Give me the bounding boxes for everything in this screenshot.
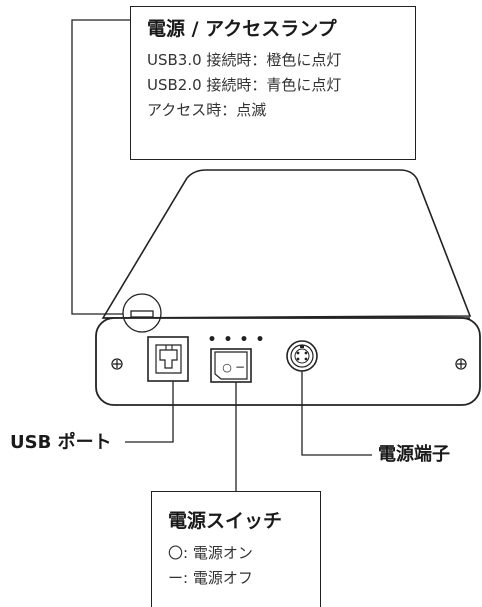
switch-off-symbol: −	[235, 360, 245, 374]
lamp-callout-line: アクセス時：点滅	[147, 101, 267, 119]
switch-on-symbol: ○	[222, 361, 232, 374]
usb-port	[147, 336, 189, 382]
lamp-callout-line: USB3.0 接続時：橙色に点灯	[147, 51, 342, 69]
lamp-callout: 電源 / アクセスランプ USB3.0 接続時：橙色に点灯 USB2.0 接続時…	[130, 6, 416, 160]
indicator-dot: •	[224, 332, 233, 348]
lamp-leader-line	[71, 19, 130, 315]
indicator-dot: •	[240, 332, 249, 348]
switch-callout: 電源スイッチ 〇: 電源オン ー: 電源オフ	[151, 491, 321, 607]
terminal-leader-line	[301, 371, 372, 456]
switch-callout-line: 〇: 電源オン	[168, 544, 253, 562]
power-terminal	[286, 340, 318, 372]
indicator-dot: •	[208, 332, 217, 348]
power-switch[interactable]: ○ −	[210, 348, 252, 383]
indicator-dot: •	[256, 332, 265, 348]
lamp-callout-line: USB2.0 接続時：青色に点灯	[147, 76, 342, 94]
usb-port-label: USB ポート	[10, 432, 112, 453]
access-lamp	[130, 310, 154, 318]
lamp-callout-title: 電源 / アクセスランプ	[147, 18, 337, 40]
lamp-marker-circle	[122, 293, 162, 333]
power-terminal-label: 電源端子	[378, 444, 450, 465]
switch-callout-line: ー: 電源オフ	[168, 569, 253, 587]
screw-right-icon	[455, 358, 467, 370]
indicator-dots: • • • •	[208, 332, 265, 348]
switch-callout-title: 電源スイッチ	[168, 510, 283, 532]
device-top-body	[101, 169, 472, 319]
usb-leader-line	[125, 381, 174, 443]
screw-left-icon	[111, 358, 123, 370]
